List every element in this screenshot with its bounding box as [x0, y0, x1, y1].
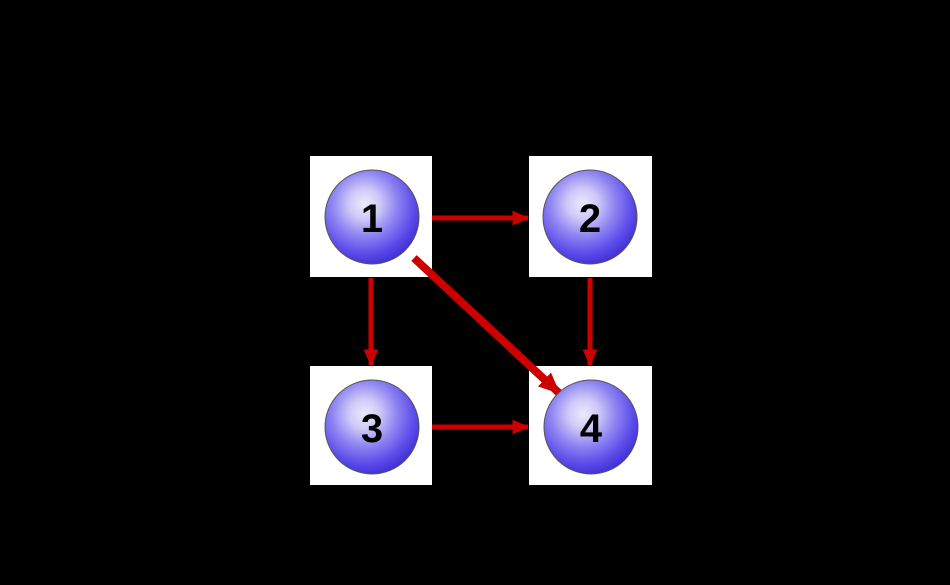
node-circle-3[interactable] [324, 379, 420, 475]
node-circle-2[interactable] [542, 169, 638, 265]
node-label-4: 4 [580, 407, 603, 451]
node-circle-4[interactable] [543, 379, 639, 475]
edges-layer [363, 210, 598, 435]
node-label-1: 1 [361, 197, 383, 241]
node-label-2: 2 [579, 197, 601, 241]
node-1[interactable]: 1 [324, 169, 420, 265]
edge-1-to-4[interactable] [411, 255, 562, 396]
node-4[interactable]: 4 [543, 379, 639, 475]
node-2[interactable]: 2 [542, 169, 638, 265]
node-circle-1[interactable] [324, 169, 420, 265]
node-3[interactable]: 3 [324, 379, 420, 475]
node-label-3: 3 [361, 407, 383, 451]
